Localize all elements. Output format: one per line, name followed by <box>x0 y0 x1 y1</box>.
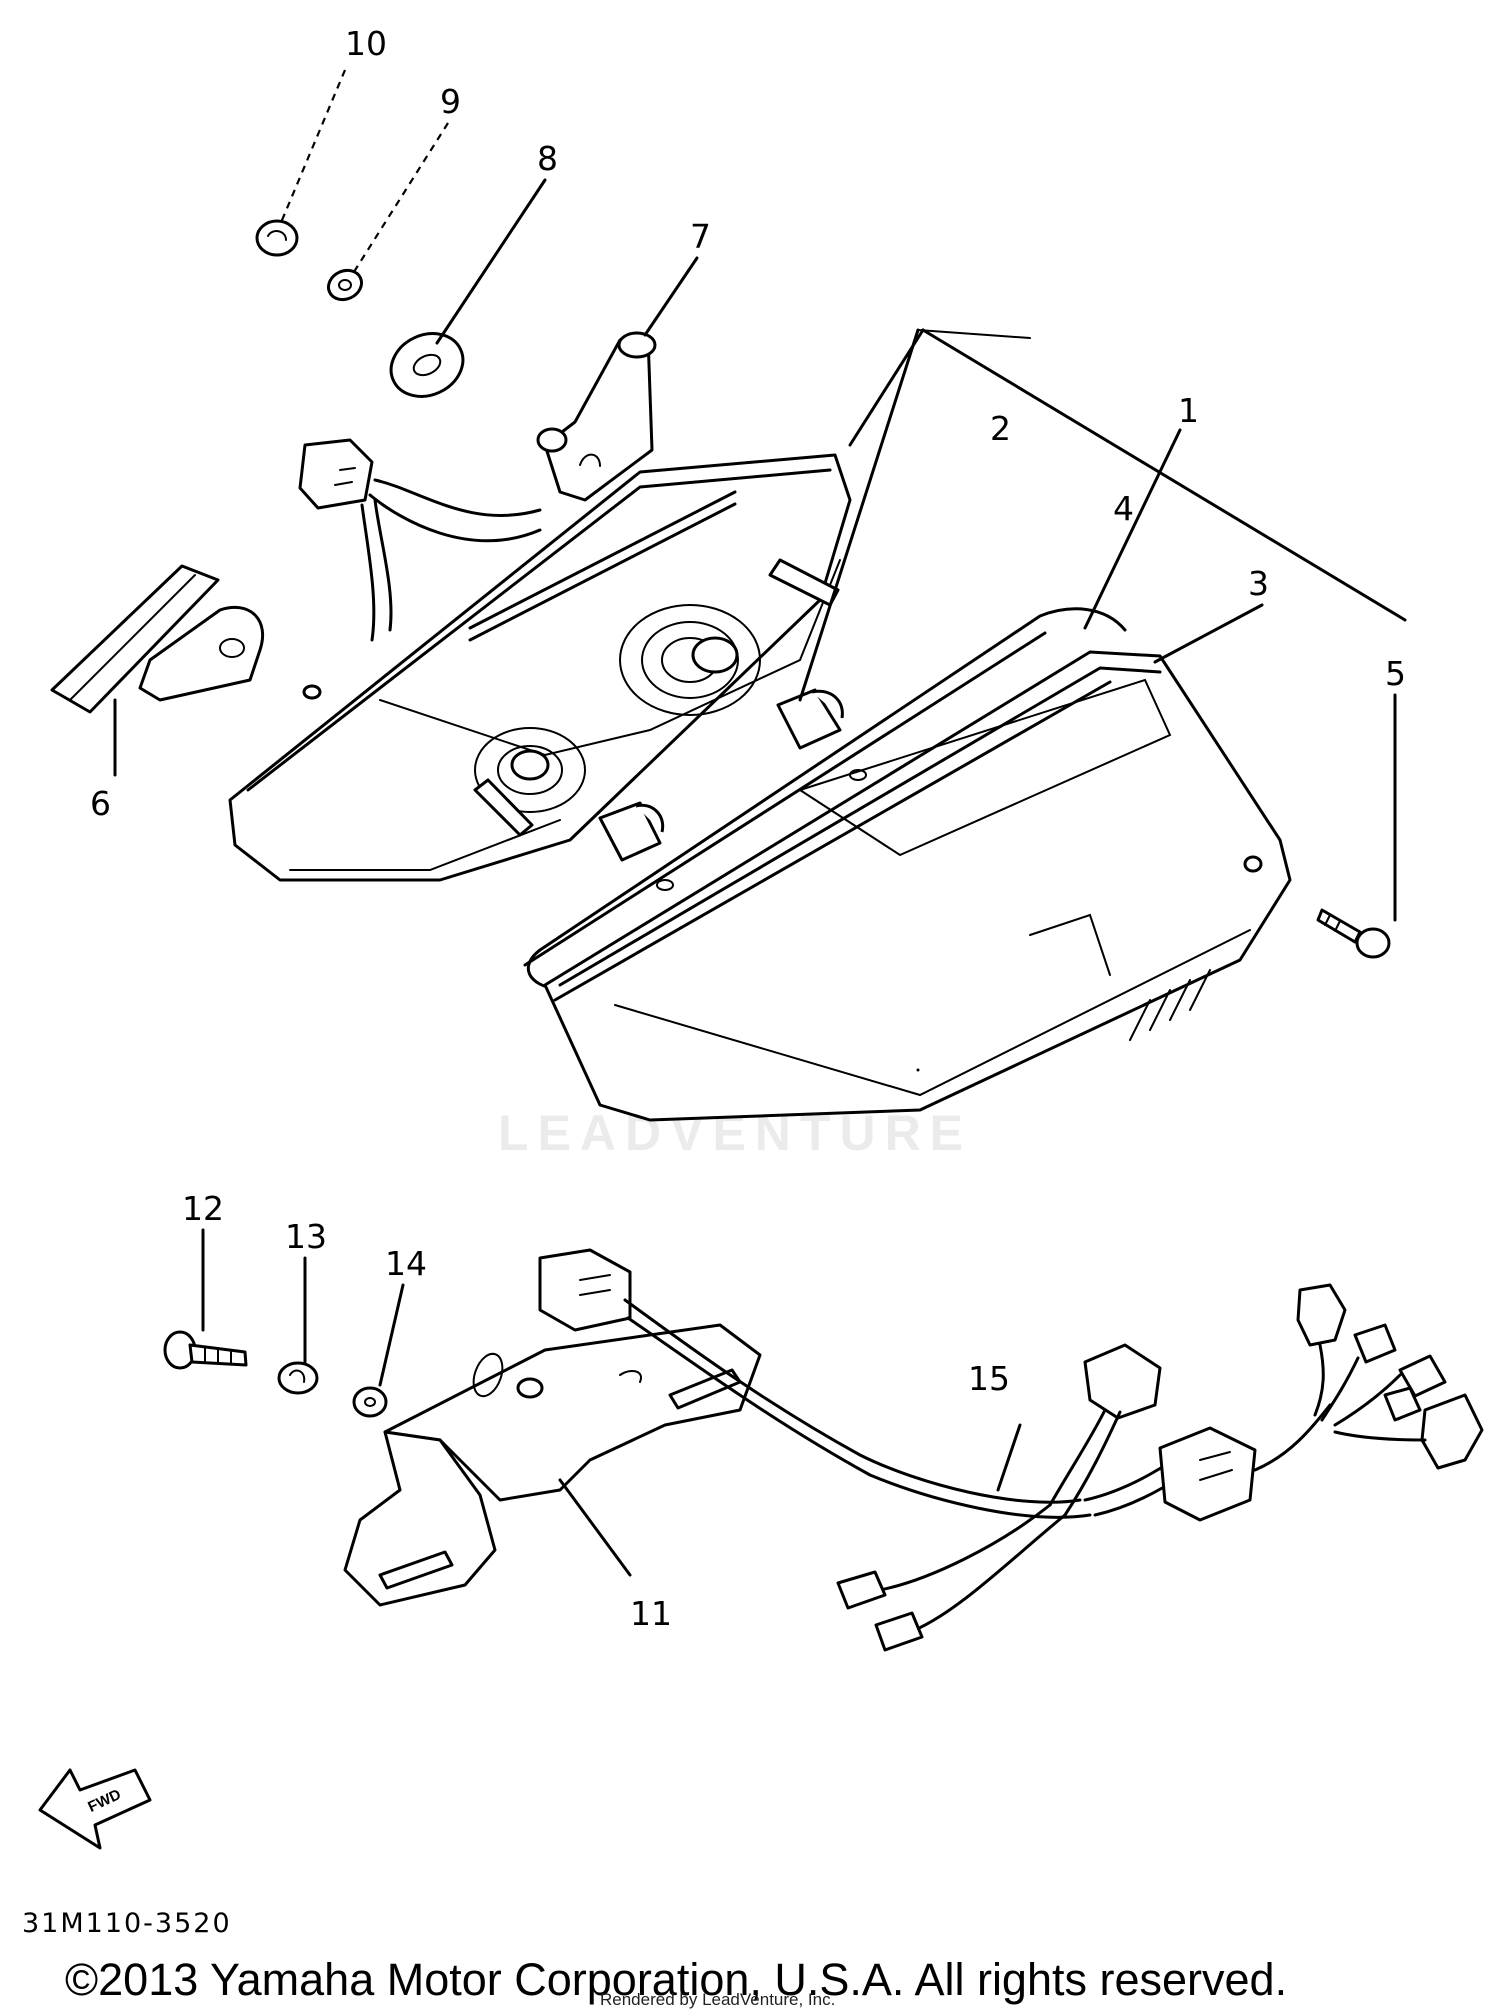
callout-4: 4 <box>1113 489 1134 528</box>
part-pad-6 <box>50 564 265 714</box>
part-cap-nut-10 <box>255 219 299 257</box>
part-harness-15 <box>538 1248 1484 1652</box>
part-screw-5 <box>1316 908 1391 959</box>
callout-11: 11 <box>630 1594 672 1633</box>
callout-12: 12 <box>182 1189 224 1228</box>
rendered-by: Rendered by LeadVenture, Inc. <box>600 1990 835 2009</box>
callout-5: 5 <box>1385 654 1406 693</box>
part-washer-9 <box>326 268 364 302</box>
part-bracket-7 <box>536 331 657 502</box>
part-damper-8 <box>389 332 465 398</box>
callout-13: 13 <box>285 1217 327 1256</box>
callout-15: 15 <box>968 1359 1010 1398</box>
part-bulbs-2 <box>598 688 844 862</box>
callout-14: 14 <box>385 1244 427 1283</box>
callout-3: 3 <box>1248 564 1269 603</box>
copyright: ©2013 Yamaha Motor Corporation, U.S.A. A… <box>65 1954 1287 2005</box>
callout-8: 8 <box>537 139 558 178</box>
callout-7: 7 <box>690 217 711 256</box>
part-washer-14 <box>352 1283 405 1418</box>
part-bolt-12 <box>163 1228 248 1370</box>
part-code: 31M110-3520 <box>22 1908 232 1939</box>
callout-6: 6 <box>90 784 111 823</box>
callout-10: 10 <box>345 24 387 63</box>
leaders-top <box>113 69 1407 1072</box>
callout-1: 1 <box>1178 391 1199 430</box>
callout-2: 2 <box>990 409 1011 448</box>
fwd-arrow-icon: FWD <box>38 1768 152 1850</box>
callout-9: 9 <box>440 82 461 121</box>
part-taillight-base <box>228 438 852 882</box>
part-lens-3 <box>543 650 1292 1122</box>
part-nut-13 <box>277 1256 319 1395</box>
